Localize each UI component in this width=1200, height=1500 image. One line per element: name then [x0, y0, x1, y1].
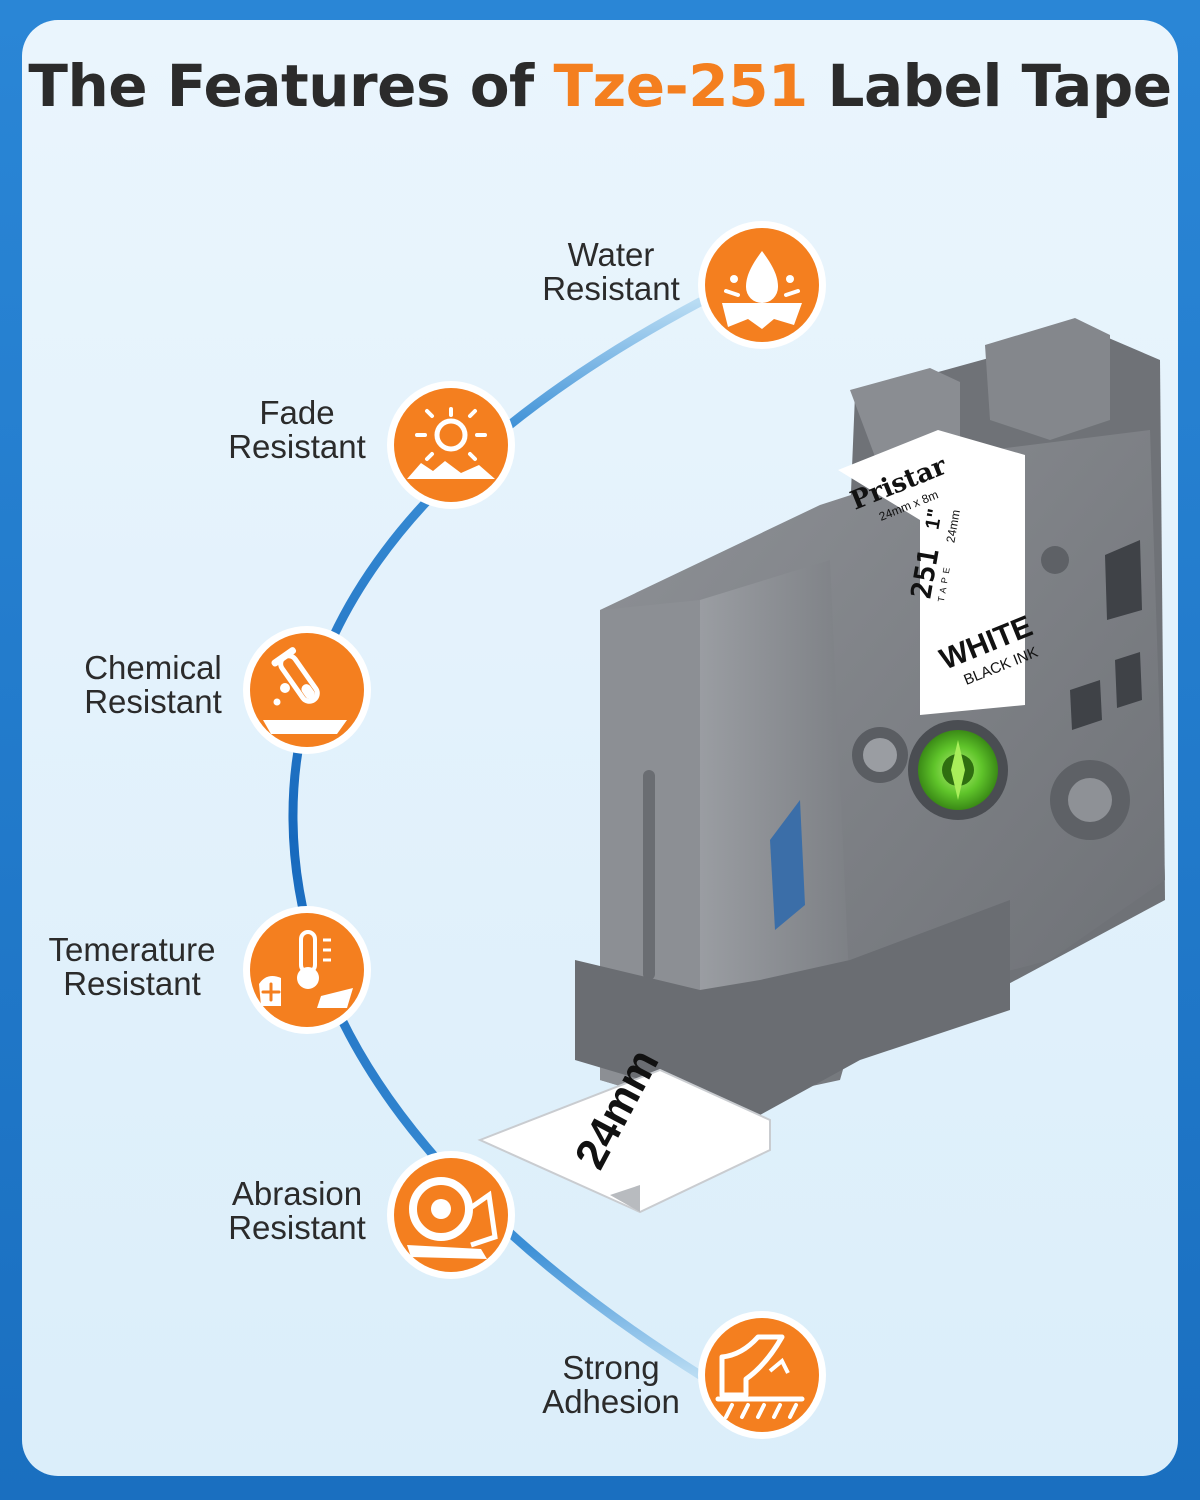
feature-line1: Temerature [48, 931, 216, 968]
feature-label-fade: Fade Resistant [220, 396, 374, 464]
feature-line1: Chemical [84, 649, 222, 686]
width-mm: 24mm [943, 509, 963, 544]
sun-icon [387, 381, 515, 509]
adhesive-tape-icon [698, 1311, 826, 1439]
tape-roll-icon [387, 1151, 515, 1279]
feature-label-abrasion: Abrasion Resistant [220, 1177, 374, 1245]
spool-gear [908, 720, 1008, 820]
tape-strip [477, 1068, 771, 1214]
water-drop-icon [698, 221, 826, 349]
feature-line2: Resistant [228, 428, 366, 465]
feature-line2: Resistant [63, 965, 201, 1002]
feature-line1: Water [567, 236, 655, 273]
title-accent: Tze-251 [553, 52, 808, 120]
feature-label-chemical: Chemical Resistant [74, 651, 232, 719]
feature-line2: Resistant [542, 270, 680, 307]
test-tube-icon [243, 626, 371, 754]
cartridge-label: Pristar 24mm x 8m 251 TAPE 1" 24mm WHITE… [838, 430, 1040, 715]
thermometer-snowflake-icon [243, 906, 371, 1034]
title-prefix: The Features of [28, 52, 554, 120]
feature-line2: Adhesion [542, 1383, 680, 1420]
feature-line2: Resistant [228, 1209, 366, 1246]
page-title: The Features of Tze-251 Label Tape [0, 52, 1200, 120]
feature-line1: Fade [259, 394, 335, 431]
label-tape-cartridge: 24mm Pristar 24mm x 8m 251 TAPE 1" 24mm … [477, 318, 1165, 1214]
feature-line2: Resistant [84, 683, 222, 720]
feature-label-adhesion: Strong Adhesion [534, 1351, 688, 1419]
feature-label-water: Water Resistant [534, 238, 688, 306]
feature-line1: Abrasion [231, 1175, 363, 1212]
title-suffix: Label Tape [807, 52, 1172, 120]
width-inch: 1" [921, 507, 946, 531]
feature-line1: Strong [562, 1349, 660, 1386]
feature-label-temperature: Temerature Resistant [36, 933, 228, 1001]
